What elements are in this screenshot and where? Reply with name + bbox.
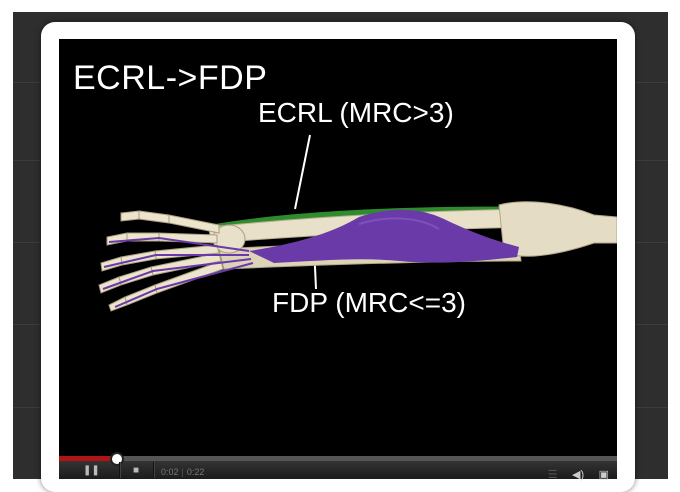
progress-scrubber[interactable] xyxy=(110,452,124,466)
fullscreen-icon[interactable]: ▣ xyxy=(599,470,609,481)
hand-bones xyxy=(99,211,223,311)
divider xyxy=(119,462,121,478)
right-controls: ☰ ◀) ▣ xyxy=(538,465,609,483)
time-display: 0:02|0:22 xyxy=(161,467,204,477)
current-time: 0:02 xyxy=(161,467,179,477)
video-player[interactable]: ECRL->FDP ECRL (MRC>3) FDP (MRC<=3) xyxy=(59,39,617,479)
fdp-label: FDP (MRC<=3) xyxy=(272,289,466,317)
duration: 0:22 xyxy=(187,467,205,477)
video-title-overlay: ECRL->FDP xyxy=(73,61,267,95)
player-controls: ❚❚ ■ 0:02|0:22 ☰ ◀) ▣ xyxy=(59,456,617,479)
volume-icon[interactable]: ◀) xyxy=(572,470,584,481)
hd-icon[interactable]: ☰ xyxy=(548,470,558,481)
stop-icon[interactable]: ■ xyxy=(133,466,139,476)
divider xyxy=(153,462,155,478)
progress-track[interactable] xyxy=(59,456,617,461)
progress-fill xyxy=(59,456,115,461)
pause-icon[interactable]: ❚❚ xyxy=(83,466,100,476)
ecrl-pointer-line xyxy=(295,135,310,209)
ecrl-label: ECRL (MRC>3) xyxy=(258,99,454,127)
